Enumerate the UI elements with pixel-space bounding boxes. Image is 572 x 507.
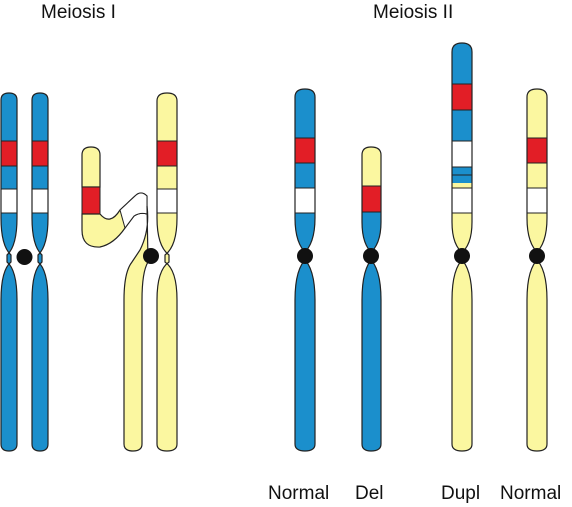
- chromosome-blue-pair: [0, 92, 49, 452]
- centromere: [297, 248, 313, 264]
- meiosis-1-heading: Meiosis I: [41, 2, 116, 23]
- chromosome-normal-yellow: [526, 88, 548, 452]
- chromatid-yellow-looped: [81, 146, 149, 452]
- chromatid-blue-right: [32, 93, 48, 451]
- chromatid-yellow-straight: [157, 93, 177, 451]
- label-normal-left: Normal: [268, 483, 330, 504]
- chromosome-deletion: [361, 146, 382, 452]
- centromere: [529, 248, 545, 264]
- centromere: [454, 248, 470, 264]
- label-normal-right: Normal: [500, 483, 562, 504]
- centromere: [143, 248, 159, 264]
- label-deletion: Del: [355, 483, 384, 504]
- chromosome-yellow-pair: [81, 92, 178, 452]
- meiosis-2-heading: Meiosis II: [373, 2, 454, 23]
- chromosome-normal-blue: [294, 88, 316, 452]
- centromere: [16, 249, 33, 265]
- centromere: [363, 248, 379, 264]
- chromosome-duplication: [451, 42, 473, 452]
- label-duplication: Dupl: [441, 483, 481, 504]
